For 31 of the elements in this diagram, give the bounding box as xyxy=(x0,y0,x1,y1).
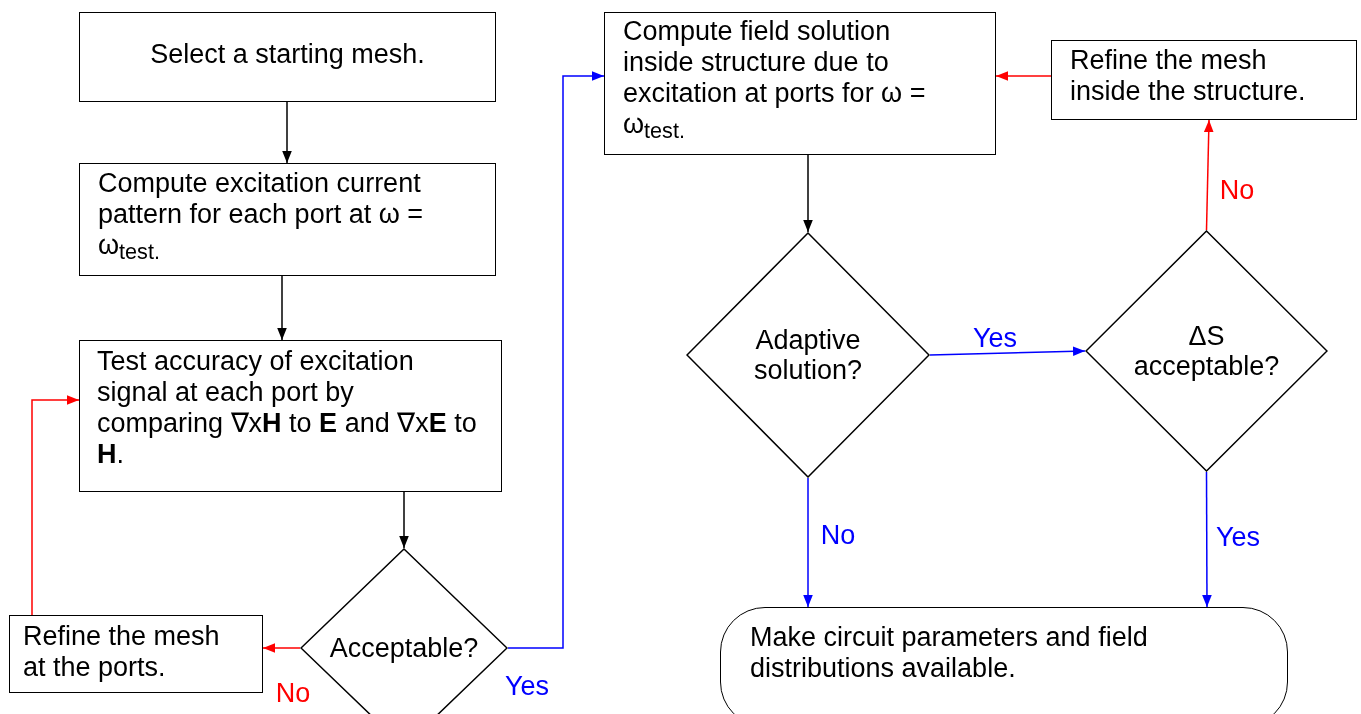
process-box xyxy=(79,163,496,276)
arrow xyxy=(277,275,287,341)
decision-diamond xyxy=(1085,230,1328,472)
node-text: Refine the mesh inside the structure. xyxy=(1070,45,1307,107)
arrow xyxy=(262,643,301,653)
node-text: Adaptive solution? xyxy=(752,325,864,385)
node-text: Make circuit parameters and field distributions available. xyxy=(750,622,1149,684)
node-text: Acceptable? xyxy=(328,633,480,663)
arrow xyxy=(282,101,292,164)
arrow xyxy=(507,71,605,649)
terminal-box xyxy=(720,607,1288,714)
arrow xyxy=(995,71,1052,81)
process-box xyxy=(604,12,996,155)
node-text: Refine the mesh at the ports. xyxy=(23,621,221,683)
arrow xyxy=(803,477,813,608)
arrow xyxy=(1202,471,1212,608)
process-box xyxy=(9,615,263,693)
arrow xyxy=(399,491,409,549)
node-text: Select a starting mesh. xyxy=(149,39,426,70)
node-text: Test accuracy of excitation signal at each port by comparing ∇xH to E and ∇xE to H. xyxy=(97,346,478,470)
node-text: ΔS acceptable? xyxy=(1132,321,1281,381)
node-text: Compute field solution inside structure due to excitation at ports for ω = ω$_{test.}$ xyxy=(623,16,927,140)
process-box xyxy=(79,12,496,102)
node-text: Compute excitation current pattern for each port at ω = ω$_{test.}$ xyxy=(98,168,424,261)
arrow xyxy=(31,395,80,616)
decision-diamond xyxy=(686,232,930,478)
process-box xyxy=(1051,40,1357,120)
arrow xyxy=(1203,119,1214,231)
arrow xyxy=(803,154,813,233)
process-box xyxy=(79,340,502,492)
arrow xyxy=(929,346,1086,357)
